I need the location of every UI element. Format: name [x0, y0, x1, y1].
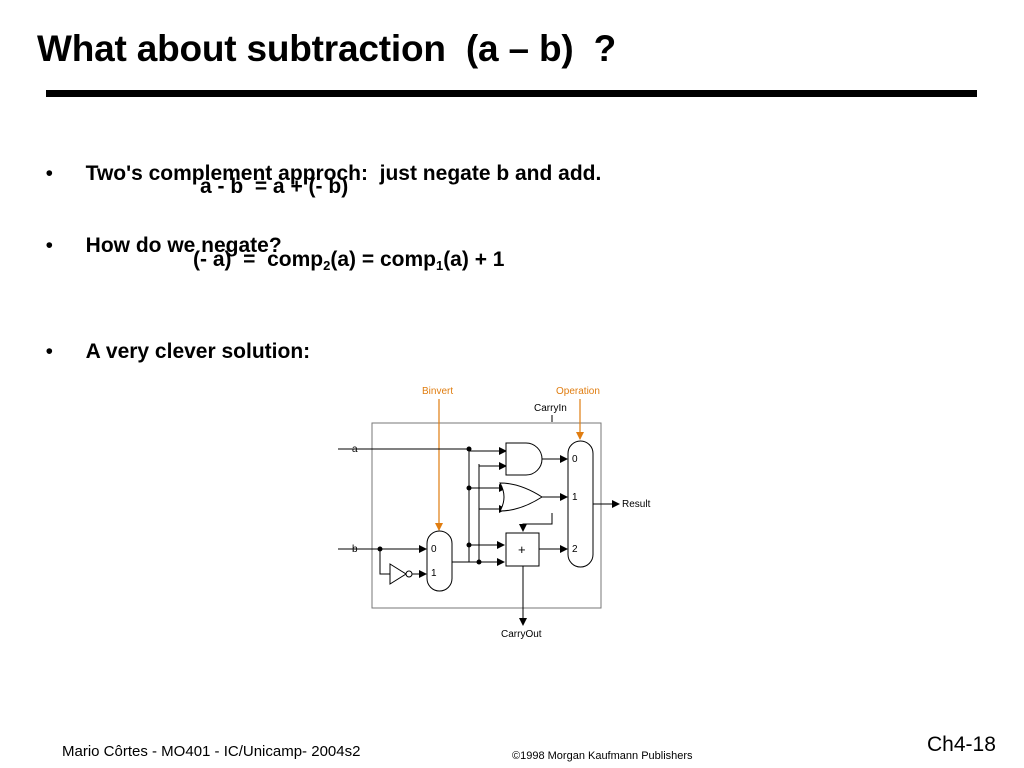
slide-title: What about subtraction (a – b) ? [37, 28, 617, 69]
operation-label: Operation [556, 386, 600, 397]
footer-author: Mario Côrtes - MO401 - IC/Unicamp- 2004s… [62, 743, 361, 760]
copyright-symbol: © [512, 750, 521, 762]
carryout-label: CarryOut [501, 629, 542, 640]
carryin-label: CarryIn [534, 403, 567, 414]
bullet-text: A very clever solution: [85, 340, 311, 363]
binvert-label: Binvert [422, 386, 453, 397]
formula-subtraction: a - b = a + (- b) [200, 175, 349, 198]
bullet-dot: • [45, 340, 54, 363]
alu-1bit-diagram: Binvert Operation CarryIn a b Result Car… [338, 386, 651, 640]
junction-dot [377, 546, 383, 552]
alu-frame [371, 422, 602, 609]
mux-input-1: 1 [572, 492, 578, 503]
bullet-dot: • [45, 234, 54, 257]
junction-dot [466, 485, 472, 491]
and-gate [505, 442, 543, 476]
bullet-dot: • [45, 162, 54, 185]
formula-negation: (- a) = comp2(a) = comp1(a) + 1 [193, 248, 505, 273]
mux-input-0: 0 [431, 544, 437, 555]
adder-symbol: + [518, 542, 526, 557]
title-underline [46, 90, 977, 97]
bullet-text: Two's complement approch: just negate b … [85, 162, 602, 185]
mux-input-2: 2 [572, 544, 578, 555]
junction-dot [466, 542, 472, 548]
wire-b-inverter [379, 549, 390, 575]
bullet-item: • Two's complement approch: just negate b… [34, 138, 602, 186]
or-gate [499, 482, 543, 512]
inverter-gate [389, 563, 407, 585]
junction-dot [466, 446, 472, 452]
footer-copyright: ©1998 Morgan Kaufmann Publishers [512, 750, 693, 762]
result-label: Result [622, 499, 651, 510]
mux-input-0: 0 [572, 454, 578, 465]
page-number: Ch4-18 [927, 733, 996, 756]
bullet-text: How do we negate? [85, 234, 282, 257]
bullet-item: • A very clever solution: [34, 316, 310, 364]
wire-carryin-adder [519, 513, 553, 532]
junction-dot [476, 559, 482, 565]
mux-input-1: 1 [431, 568, 437, 579]
inverter-bubble [405, 570, 413, 578]
bullet-item: • How do we negate? [34, 210, 282, 258]
binvert-mux [426, 530, 453, 592]
